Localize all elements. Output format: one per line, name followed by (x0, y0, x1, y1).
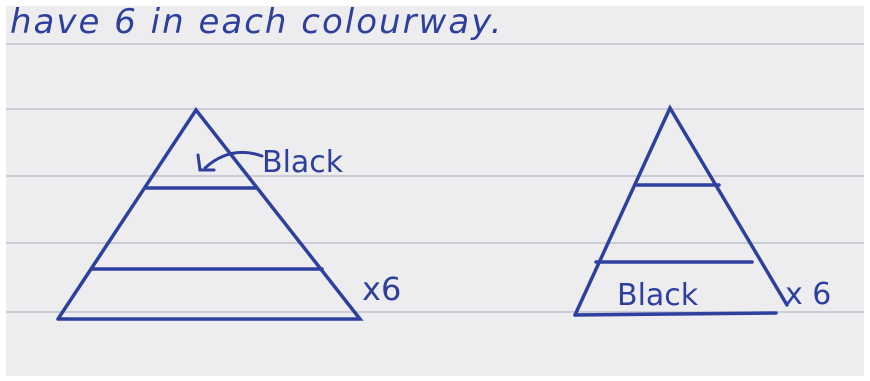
right-label-text: Black (617, 278, 699, 313)
left-triangle-outline (56, 107, 364, 321)
left-label-text: Black (262, 145, 344, 180)
right-triangle-outline (573, 104, 789, 317)
left-triangle (56, 107, 364, 321)
heading-text: have 6 in each colourway. (10, 2, 503, 42)
left-multiplier-text: x6 (362, 270, 401, 308)
right-triangle (573, 104, 789, 317)
right-multiplier-text: x 6 (785, 277, 831, 312)
right-base-line (573, 311, 778, 317)
curved-arrow-icon (196, 150, 264, 172)
